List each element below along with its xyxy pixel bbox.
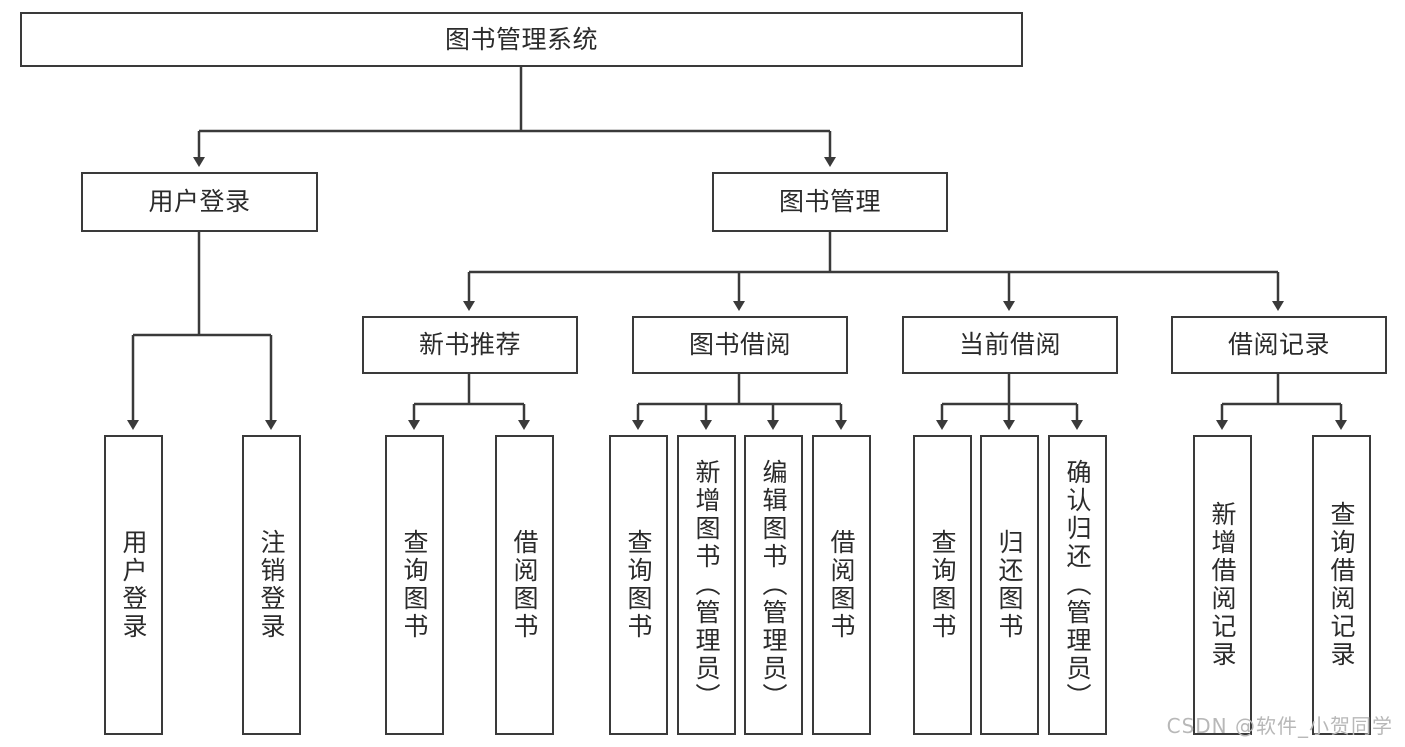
node-label: 新增图书（管理员） (692, 459, 721, 711)
node-label: 图书管理系统 (444, 24, 598, 54)
node-book-management[interactable]: 图书管理 (712, 172, 948, 232)
node-label: 借阅图书 (510, 529, 539, 641)
node-user-login[interactable]: 用户登录 (81, 172, 318, 232)
node-label: 借阅图书 (827, 529, 856, 641)
leaf-query-book-recommend[interactable]: 查询图书 (385, 435, 444, 735)
leaf-user-logout[interactable]: 注销登录 (242, 435, 301, 735)
node-label: 查询图书 (624, 529, 653, 641)
leaf-user-login[interactable]: 用户登录 (104, 435, 163, 735)
leaf-add-book[interactable]: 新增图书（管理员） (677, 435, 736, 735)
node-label: 编辑图书（管理员） (759, 459, 788, 711)
node-label: 图书管理 (778, 187, 881, 217)
node-label: 注销登录 (257, 529, 286, 641)
node-label: 归还图书 (995, 529, 1024, 641)
node-label: 查询借阅记录 (1327, 501, 1356, 669)
node-label: 图书借阅 (688, 330, 791, 360)
node-label: 当前借阅 (958, 330, 1061, 360)
node-new-book-recommend[interactable]: 新书推荐 (362, 316, 578, 374)
leaf-query-book-current[interactable]: 查询图书 (913, 435, 972, 735)
node-book-borrow[interactable]: 图书借阅 (632, 316, 848, 374)
node-label: 借阅记录 (1227, 330, 1330, 360)
node-label: 确认归还（管理员） (1063, 459, 1092, 711)
leaf-edit-book[interactable]: 编辑图书（管理员） (744, 435, 803, 735)
leaf-borrow-book[interactable]: 借阅图书 (812, 435, 871, 735)
node-label: 用户登录 (148, 187, 251, 217)
node-current-borrow[interactable]: 当前借阅 (902, 316, 1118, 374)
leaf-query-borrow-record[interactable]: 查询借阅记录 (1312, 435, 1371, 735)
leaf-query-book-borrow[interactable]: 查询图书 (609, 435, 668, 735)
node-label: 查询图书 (400, 529, 429, 641)
leaf-return-book[interactable]: 归还图书 (980, 435, 1039, 735)
watermark: CSDN @软件_小贺同学 (1166, 714, 1393, 738)
node-label: 新增借阅记录 (1208, 501, 1237, 669)
node-borrow-record[interactable]: 借阅记录 (1171, 316, 1387, 374)
node-root-system[interactable]: 图书管理系统 (20, 12, 1023, 67)
leaf-confirm-return[interactable]: 确认归还（管理员） (1048, 435, 1107, 735)
leaf-add-borrow-record[interactable]: 新增借阅记录 (1193, 435, 1252, 735)
node-label: 查询图书 (928, 529, 957, 641)
node-label: 新书推荐 (418, 330, 521, 360)
leaf-borrow-book-recommend[interactable]: 借阅图书 (495, 435, 554, 735)
node-label: 用户登录 (119, 529, 148, 641)
